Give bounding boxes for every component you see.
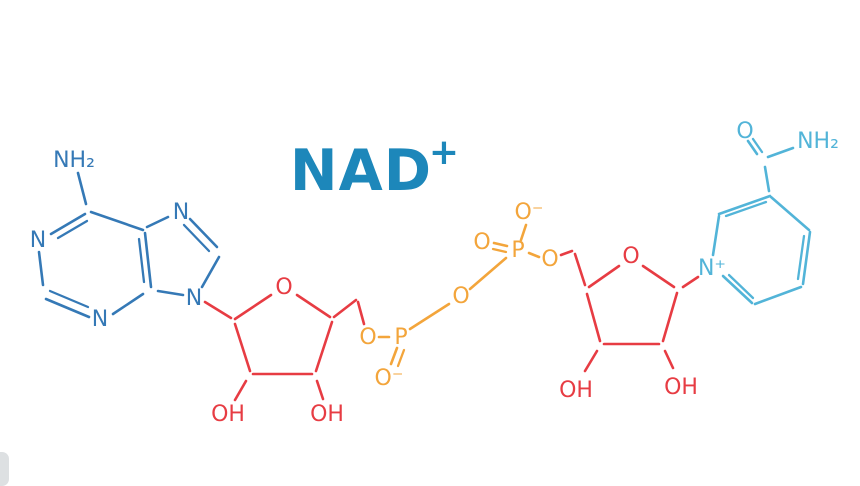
bond-c3p-oh xyxy=(583,349,599,373)
bond-c2-c3 xyxy=(717,194,772,216)
bond-p2-oxide xyxy=(519,223,528,242)
atom-label-carbonyl-oxygen: O xyxy=(736,119,753,144)
bond-p1-oxide xyxy=(389,346,399,366)
bond-c2-n3-inner xyxy=(48,289,90,309)
atom-label-oxide-left: O⁻ xyxy=(375,366,404,391)
bond-carbonyl-amide xyxy=(766,146,795,159)
bond-n7-c8-inner xyxy=(182,223,211,253)
bond-c1p-c2p xyxy=(661,291,679,343)
bond-c4-c5 xyxy=(801,230,812,286)
bond-o4p-c1p xyxy=(641,264,676,289)
bond-p1-bridge-o xyxy=(408,302,451,331)
bond-n7-c8 xyxy=(188,217,219,249)
bond-c4p-c3p xyxy=(314,320,334,373)
bond-c6-n1-inner xyxy=(56,219,89,240)
bond-c6-amine xyxy=(76,171,88,206)
bond-n1-c2 xyxy=(711,214,721,257)
bond-c3p-c4p xyxy=(585,292,602,343)
bond-p2-estero2 xyxy=(527,251,541,259)
nicotinamide-ribose-group: O OH OH xyxy=(559,244,700,403)
bond-c6-n1 xyxy=(721,274,754,305)
bond-c2-c3-inner xyxy=(724,200,768,218)
atom-label-ribose-n-oxygen: O xyxy=(622,244,639,269)
atom-label-ester-oxygen-left: O xyxy=(359,325,376,350)
atom-label-bridge-oxygen: O xyxy=(452,284,469,309)
bond-c4-c5-inner xyxy=(796,234,806,281)
atom-label-amide-nh2: NH₂ xyxy=(797,129,839,154)
bond-p2-double-o-inner xyxy=(491,247,508,254)
bond-c2-n3 xyxy=(44,297,91,319)
bond-c6-n1 xyxy=(49,212,87,236)
molecule-title-charge: + xyxy=(429,132,459,173)
bond-c5-c6 xyxy=(753,285,803,306)
bond-c5p-ester-o xyxy=(356,300,366,326)
molecule-title: NAD xyxy=(290,138,432,204)
bond-c5-n7 xyxy=(145,215,170,229)
corner-artifact xyxy=(0,452,9,486)
bond-c3-c4 xyxy=(769,195,811,232)
bond-c4-c5 xyxy=(143,231,153,289)
bond-c2p-oh xyxy=(663,349,675,370)
atom-label-ester-oxygen-right: O xyxy=(541,247,558,272)
bond-c1p-ring-n xyxy=(681,275,700,289)
atom-label-ribose-a-oh-left: OH xyxy=(211,402,245,427)
bond-c8-n9 xyxy=(200,255,221,289)
bond-c3p-oh xyxy=(315,379,325,401)
bond-c4p-o4p xyxy=(587,264,621,289)
bond-o4p-c4p xyxy=(295,293,332,319)
adenine-group: NH₂ N N N N xyxy=(30,148,221,332)
bond-c2p-c1p xyxy=(233,322,252,373)
atom-label-adenine-amine: NH₂ xyxy=(53,148,95,173)
bond-c3-carbonyl-c xyxy=(763,165,771,193)
bond-n9-c1p xyxy=(203,300,233,320)
bond-c2p-oh xyxy=(233,379,248,402)
atom-label-ribose-n-oh-left: OH xyxy=(559,378,593,403)
adenosine-ribose-group: O OH OH xyxy=(203,275,366,427)
bond-c6-n1-inner xyxy=(727,273,755,300)
atom-label-phosphorus-left: P xyxy=(394,325,407,350)
bond-carbonyl-o-a xyxy=(746,139,759,156)
nicotinamide-group: N⁺ O NH₂ xyxy=(698,119,839,306)
bond-n3-c4 xyxy=(111,292,145,316)
bond-c4-c5-inner xyxy=(137,237,146,284)
atom-label-adenine-n1: N xyxy=(30,228,46,253)
pyrophosphate-group: O P O⁻ O O P O⁻ O xyxy=(359,200,558,391)
bond-n1-c2 xyxy=(37,250,45,287)
atom-label-pyridinium-nitrogen: N⁺ xyxy=(698,256,726,281)
atom-label-double-oxygen-right: O xyxy=(473,230,490,255)
atom-label-adenine-n9: N xyxy=(186,286,202,311)
atom-label-ribose-a-oxygen: O xyxy=(275,275,292,300)
atom-label-phosphorus-right: P xyxy=(511,238,524,263)
bond-bridge-o-p2 xyxy=(468,256,508,291)
bond-p2-double-o xyxy=(492,241,509,248)
bond-c1p-o4p xyxy=(233,293,273,321)
bond-carbonyl-o-b xyxy=(751,137,764,154)
bond-c5p-c4p xyxy=(573,252,587,287)
bond-n9-c4 xyxy=(156,289,185,297)
bond-c4p-c5p xyxy=(332,298,358,319)
atom-label-oxide-right: O⁻ xyxy=(515,200,544,225)
atom-label-ribose-a-oh-right: OH xyxy=(310,402,344,427)
bond-c5-c6 xyxy=(89,210,145,232)
title-group: NAD + xyxy=(290,132,459,204)
atom-label-ribose-n-oh-right: OH xyxy=(664,375,698,400)
bond-estero2-c5p xyxy=(559,249,574,257)
atom-label-adenine-n7: N xyxy=(173,200,189,225)
bond-p1-oxide-inner xyxy=(396,348,406,368)
atom-label-adenine-n3: N xyxy=(92,307,108,332)
